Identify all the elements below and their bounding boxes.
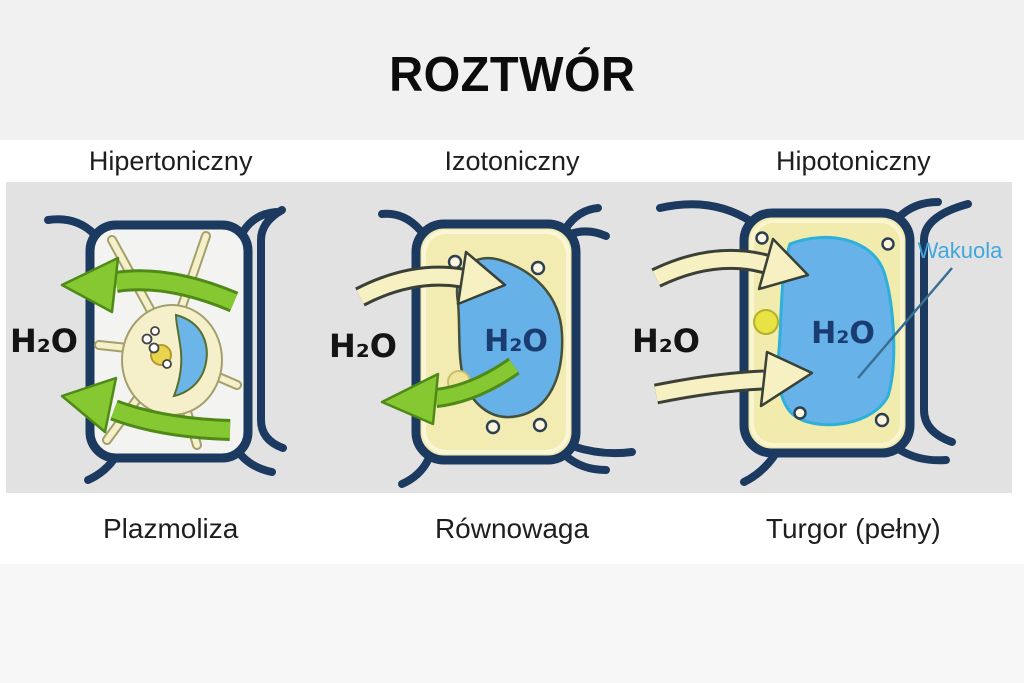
- water-inflow-arrow-top-icon: [651, 237, 810, 291]
- cell-wall-junctions: [378, 204, 636, 488]
- h2o-label-outside-middle: H₂O: [329, 327, 397, 365]
- water-inflow-arrow-icon: [355, 250, 507, 307]
- h2o-label-outside-left: H₂O: [10, 322, 78, 360]
- footer-spacer: [0, 564, 1024, 683]
- membrane-highlight: [422, 230, 570, 454]
- h2o-label-vacuole: H₂O: [811, 316, 875, 351]
- diagram-area: H₂O: [0, 182, 1024, 493]
- h2o-label-vacuole: H₂O: [484, 324, 548, 359]
- water-outflow-arrow-icon: [380, 357, 520, 426]
- organelle-dots: [141, 326, 172, 369]
- h2o-label-outside-right: H₂O: [632, 322, 700, 360]
- solution-type-labels-row: Hipertoniczny Izotoniczny Hipotoniczny: [0, 140, 1024, 182]
- water-outflow-arrow-top-icon: [60, 256, 239, 314]
- label-hypertonic: Hipertoniczny: [88, 145, 253, 176]
- page-title: ROZTWÓR: [388, 48, 636, 102]
- water-inflow-arrow-bottom-icon: [653, 350, 814, 408]
- label-hypotonic: Hipotoniczny: [776, 145, 931, 176]
- vacuole-pointer-line: [857, 267, 953, 379]
- cell-state-labels-row: Plazmoliza Równowaga Turgor (pełny): [0, 493, 1024, 564]
- cell-isotonic: H₂O H₂O: [329, 204, 636, 488]
- organelle-dots: [447, 254, 548, 435]
- label-equilibrium: Równowaga: [434, 512, 590, 544]
- shrunken-vacuole: [172, 313, 208, 398]
- water-outflow-arrow-bottom-icon: [60, 376, 231, 441]
- membrane-highlight: [750, 219, 904, 447]
- nucleus: [753, 309, 779, 335]
- cells-illustration: H₂O: [6, 182, 1012, 493]
- organelle-dots: [755, 231, 895, 428]
- cell-hypertonic: H₂O: [10, 206, 287, 484]
- label-turgor: Turgor (pełny): [765, 512, 941, 544]
- vacuole: [776, 235, 896, 427]
- vacuole-annotation-label: Wakuola: [918, 238, 1004, 263]
- header: ROZTWÓR: [0, 0, 1024, 140]
- cell-hypotonic: H₂O H₂O Wakuola: [632, 198, 1004, 486]
- label-isotonic: Izotoniczny: [444, 145, 580, 176]
- label-plasmolysis: Plazmoliza: [102, 512, 239, 544]
